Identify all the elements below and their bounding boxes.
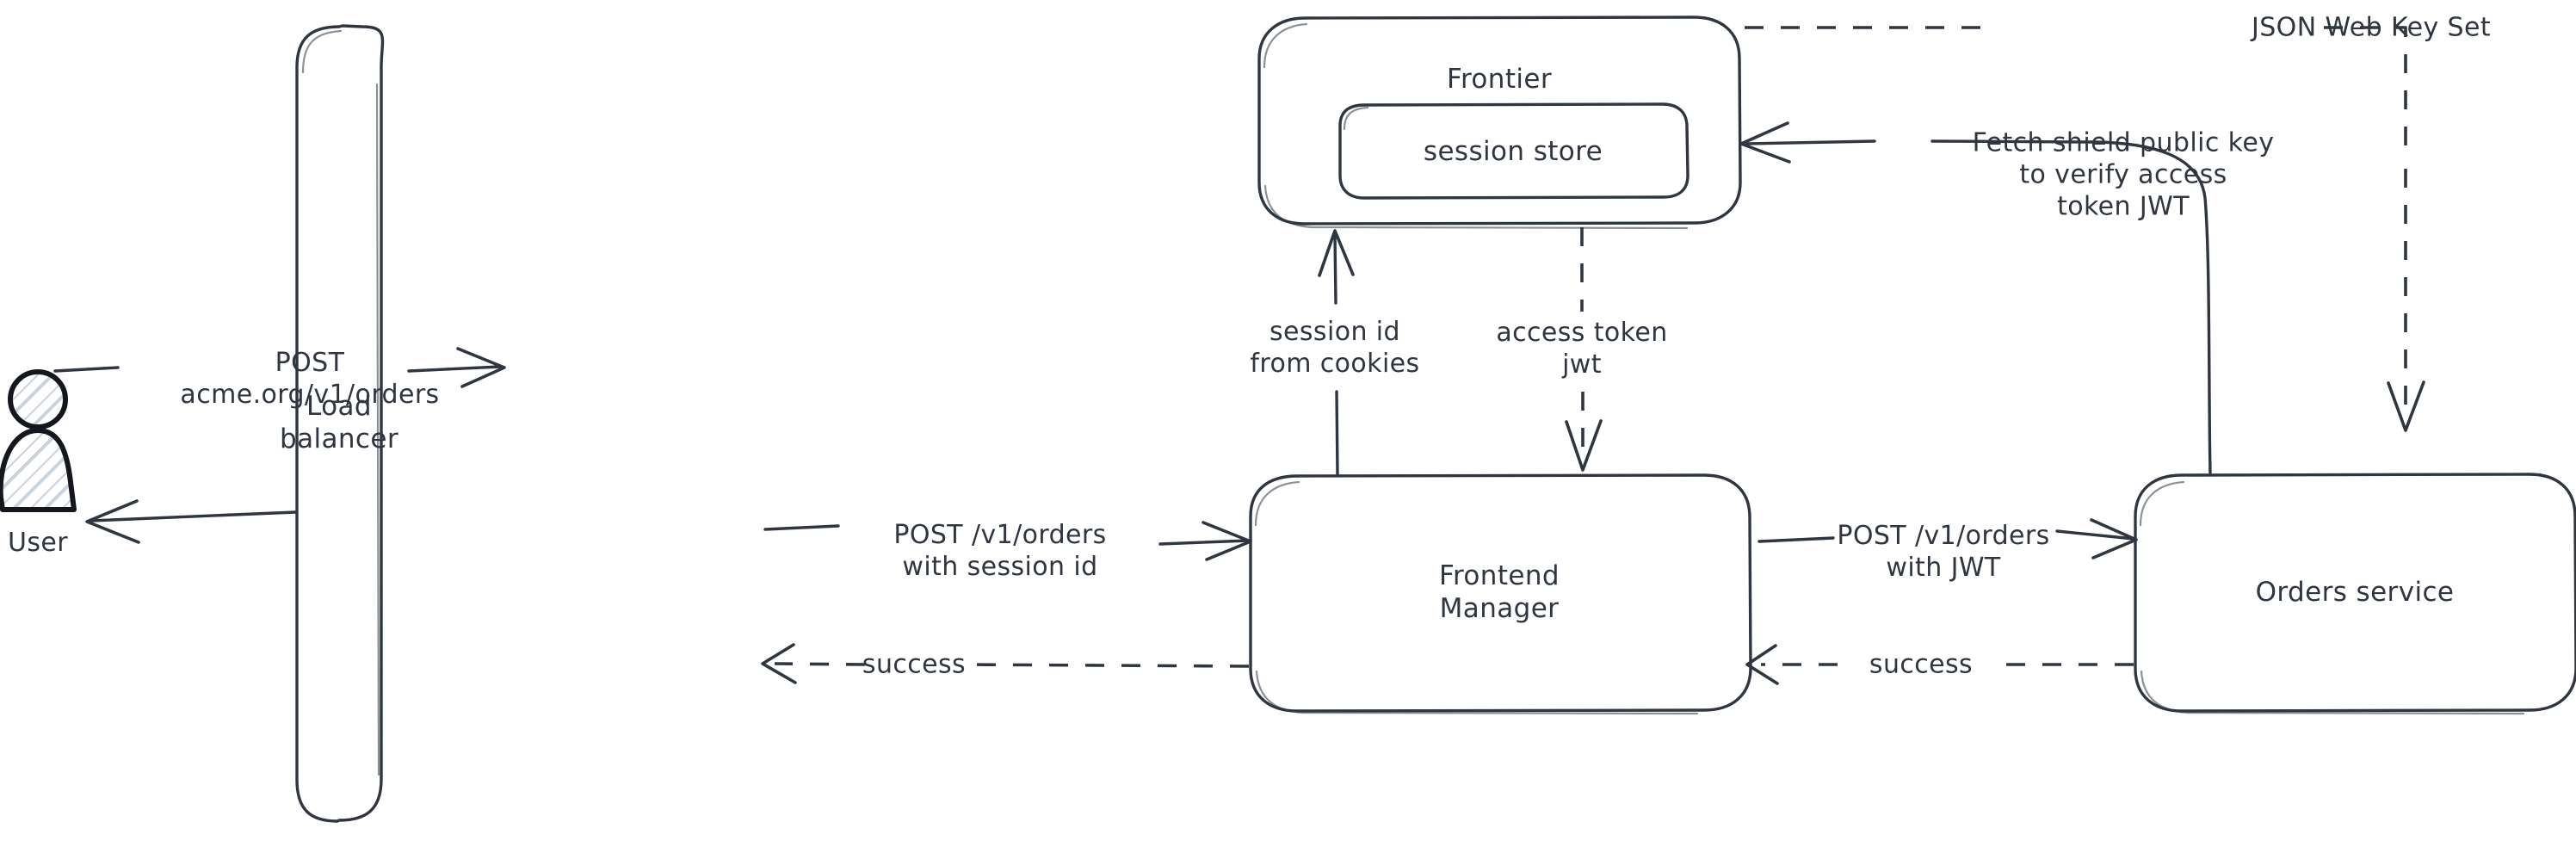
frontier-sketch-accent [1263, 22, 1689, 230]
edge-user-to-lb-stub [53, 366, 120, 373]
edge-orders-to-fm-arrowhead [1745, 644, 1779, 685]
edge-fm-to-orders [1757, 518, 2138, 560]
edge-lb-to-fm-stub [763, 524, 840, 531]
node-frontend-manager[interactable] [1249, 473, 1752, 715]
user-head-icon [8, 369, 68, 430]
edge-lb-to-fm-arrowhead [1202, 521, 1252, 561]
edge-lb-to-user-arrowhead [85, 499, 140, 544]
edge-fm-to-lb-arrowhead [761, 643, 797, 684]
edge-user-to-lb-arrowhead [456, 347, 506, 388]
node-user[interactable] [0, 369, 77, 512]
frontend-manager-sketch-accent [1254, 480, 1699, 715]
edge-user-to-lb [53, 347, 506, 388]
edge-fm-to-frontier-arrowhead [1318, 229, 1355, 277]
node-load-balancer[interactable] [295, 24, 385, 823]
edge-lb-to-fm-line [1158, 539, 1251, 546]
session-store-shape [1338, 102, 1690, 200]
edge-frontier-to-fm-arrowhead [1565, 419, 1603, 472]
edge-fm-to-frontier-upper [1333, 233, 1337, 305]
edge-lb-to-fm [763, 521, 1252, 561]
edge-orders-to-frontier-line [1745, 139, 1876, 145]
edge-orders-to-frontier-curve [1930, 139, 2212, 474]
load-balancer-sketch-accent [301, 29, 380, 776]
node-orders-service[interactable] [2134, 473, 2576, 715]
edge-fm-to-lb-dash-right [959, 663, 1250, 668]
node-session-store[interactable] [1338, 102, 1690, 200]
session-store-sketch-accent [1343, 106, 1369, 131]
edge-orders-to-frontier-arrowhead [1739, 121, 1791, 164]
orders-service-sketch-accent [2139, 480, 2525, 715]
edge-orders-to-fm [1745, 644, 2134, 685]
orders-service-shape [2134, 473, 2576, 713]
edge-fm-to-orders-arrowhead [2090, 518, 2138, 560]
edge-jwks-arrowhead [2387, 380, 2425, 432]
edge-lb-to-user-line [90, 510, 297, 522]
edge-lb-to-user [85, 499, 297, 544]
edge-fm-to-orders-line [2055, 529, 2135, 541]
edge-fm-to-lb-dash-left [774, 662, 866, 666]
edge-fm-to-lb [761, 643, 1250, 684]
edge-frontier-to-orders-jwks [1745, 26, 2425, 432]
edge-user-to-lb-line [407, 365, 502, 373]
edge-frontier-to-fm [1565, 227, 1603, 472]
edge-orders-to-frontier [1739, 121, 2212, 474]
edge-jwks-dash-right [2324, 26, 2407, 146]
node-frontier[interactable] [1257, 15, 1742, 230]
edge-fm-to-frontier [1318, 229, 1355, 476]
load-balancer-shape [295, 24, 385, 823]
frontend-manager-shape [1249, 473, 1752, 713]
edge-fm-to-orders-stub [1757, 536, 1835, 543]
user-body-icon [0, 428, 77, 512]
